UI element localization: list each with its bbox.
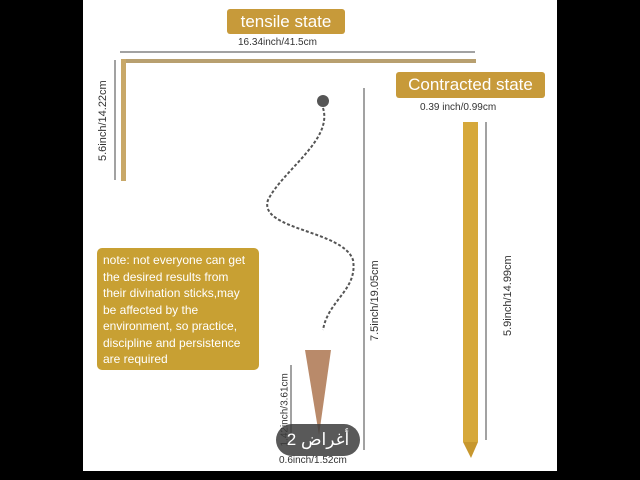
- product-image: tensile state 16.34inch/41.5cm Contracte…: [83, 0, 557, 471]
- items-count-badge[interactable]: 2 أغراض: [276, 424, 360, 456]
- pendulum-length-dimension: 7.5inch/19.05cm: [369, 260, 381, 341]
- product-illustration: [114, 51, 487, 458]
- contracted-state-label: Contracted state: [396, 72, 545, 98]
- tensile-state-label: tensile state: [227, 9, 345, 34]
- tensile-length-dimension: 16.34inch/41.5cm: [238, 37, 317, 48]
- contracted-length-dimension: 5.9inch/14.99cm: [502, 255, 514, 336]
- tensile-height-dimension: 5.6inch/14.22cm: [97, 80, 109, 161]
- note-box: note: not everyone can get the desired r…: [97, 248, 259, 370]
- contracted-width-dimension: 0.39 inch/0.99cm: [420, 102, 497, 113]
- bob-width-dimension: 0.6inch/1.52cm: [279, 455, 347, 466]
